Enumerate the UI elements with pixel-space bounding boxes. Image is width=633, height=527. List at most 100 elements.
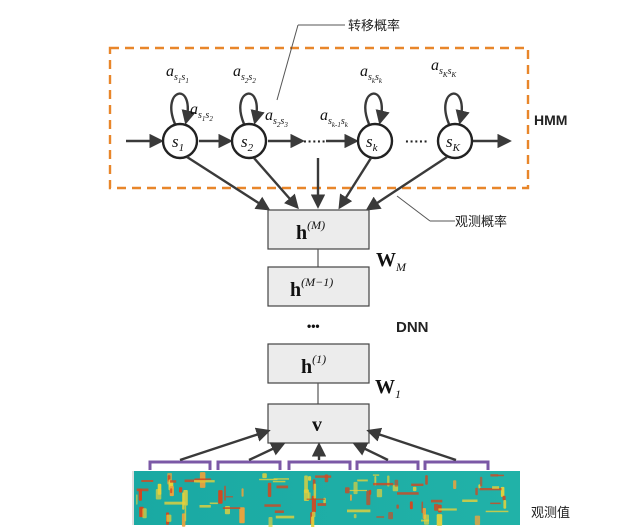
spectrogram-streak xyxy=(304,475,308,494)
svg-text:s2: s2 xyxy=(241,132,254,154)
spectrogram-band xyxy=(222,507,241,509)
spectrogram-band xyxy=(357,479,368,482)
layer-h1: h(1) xyxy=(267,343,370,384)
spectrogram-texture xyxy=(136,472,509,527)
spectrogram-streak xyxy=(474,515,481,525)
spectrogram-band xyxy=(194,480,215,483)
spectrogram-band xyxy=(274,510,284,513)
layer-hM1-sup: (M−1) xyxy=(301,275,333,289)
frame-arrow-2 xyxy=(248,442,286,462)
spectrogram-band xyxy=(479,488,502,491)
spectrogram-streak xyxy=(353,514,357,519)
transition-label-2-3: as2s3 xyxy=(265,107,288,129)
spectrogram-streak xyxy=(311,516,315,527)
spectrogram-band xyxy=(492,486,500,489)
spectrogram-band xyxy=(490,474,499,477)
frame-arrow-1 xyxy=(179,427,271,462)
layer-hM1-base: h xyxy=(290,279,301,301)
spectrogram-streak xyxy=(311,495,316,513)
spectrogram-band xyxy=(347,509,371,513)
spectrogram-streak xyxy=(166,514,172,522)
spectrogram-streak xyxy=(181,513,186,527)
spectrogram-streak xyxy=(241,488,244,497)
spectrogram-streak xyxy=(453,480,457,489)
spectrogram-band xyxy=(431,499,443,503)
spectrogram-band xyxy=(315,475,332,478)
spectrogram-band xyxy=(306,498,325,500)
spectrogram-band xyxy=(259,478,278,481)
spectrogram-streak xyxy=(369,489,372,495)
state-1-sub: 1 xyxy=(179,142,185,154)
chain-ellipsis-2: ····· xyxy=(405,133,428,149)
transition-leader-diag xyxy=(276,24,299,101)
spectrogram-streak xyxy=(502,495,506,501)
frame-bracket-1 xyxy=(148,460,212,470)
spectrogram-streak xyxy=(353,481,358,495)
self-loop-label-1: as1s1 xyxy=(166,63,189,85)
frame-arrow-5 xyxy=(366,427,457,462)
spectrogram-streak xyxy=(239,507,245,524)
transition-label-1-2: as1s2 xyxy=(190,101,213,123)
observation-leader xyxy=(396,195,431,222)
spectrogram-band xyxy=(490,502,501,505)
emission-arrow-1 xyxy=(186,155,271,211)
state-K: sK xyxy=(436,122,474,160)
spectrogram-streak xyxy=(138,488,142,501)
spectrogram-band xyxy=(438,508,457,511)
layer-v: v xyxy=(267,403,370,444)
emission-arrow-K xyxy=(365,155,448,211)
spectrogram-band xyxy=(141,480,154,482)
layer-hM: h(M) xyxy=(267,209,370,250)
layer-hM-sup: (M) xyxy=(307,218,325,232)
spectrogram-streak xyxy=(425,475,428,485)
state-1: s1 xyxy=(161,122,199,160)
spectrogram-band xyxy=(372,474,380,476)
spectrogram-streak xyxy=(376,489,383,498)
frame-arrow-4 xyxy=(352,442,389,462)
spectrogram-band xyxy=(275,515,295,519)
layer-h1-sup: (1) xyxy=(312,352,326,366)
emission-arrow-k xyxy=(338,157,373,210)
spectrogram-streak xyxy=(268,517,273,527)
svg-text:sk: sk xyxy=(366,132,379,154)
transition-label-k: ask-1sk xyxy=(320,107,349,129)
spectrogram xyxy=(132,471,520,527)
spectrogram-band xyxy=(225,496,233,498)
svg-text:h(1): h(1) xyxy=(301,352,326,378)
spectrogram-streak xyxy=(388,512,393,520)
spectrogram-streak xyxy=(503,500,507,509)
spectrogram-band xyxy=(317,503,327,506)
spectrogram-streak xyxy=(262,473,267,479)
spectrogram-streak xyxy=(500,486,505,497)
spectrogram-streak xyxy=(267,482,272,497)
frame-bracket-5 xyxy=(423,460,490,470)
self-loop-label-k: asksk xyxy=(360,63,383,85)
state-K-base: s xyxy=(446,132,453,151)
spectrogram-band xyxy=(276,485,289,489)
layer-h1-base: h xyxy=(301,356,312,378)
frame-bracket-3 xyxy=(287,460,352,470)
spectrogram-streak xyxy=(350,494,352,501)
spectrogram-streak xyxy=(157,483,162,495)
state-k: sk xyxy=(356,122,394,160)
self-loop-K xyxy=(444,92,470,125)
layer-dots: ••• xyxy=(307,319,320,333)
self-loop-1 xyxy=(170,92,196,125)
weight-WM: WM xyxy=(376,249,407,274)
spectrogram-streak xyxy=(409,501,413,510)
spectrogram-streak xyxy=(179,487,183,493)
spectrogram-band xyxy=(397,492,419,495)
layer-hM-base: h xyxy=(296,222,307,244)
chain-ellipsis: ····· xyxy=(303,133,326,149)
spectrogram-band xyxy=(264,504,281,507)
spectrogram-streak xyxy=(412,486,417,492)
state-1-base: s xyxy=(172,132,179,151)
spectrogram-band xyxy=(199,505,211,508)
spectrogram-band xyxy=(497,474,504,477)
spectrogram-streak xyxy=(218,490,223,504)
state-k-base: s xyxy=(366,132,373,151)
spectrogram-band xyxy=(373,482,394,486)
observations-label: 观测值 xyxy=(531,505,570,520)
